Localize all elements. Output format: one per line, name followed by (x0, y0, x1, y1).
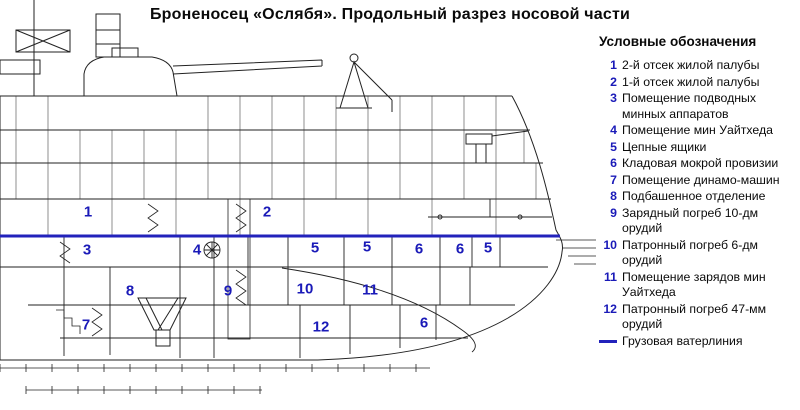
legend-item-waterline: Грузовая ватерлиния (599, 334, 797, 350)
legend-item-label: Грузовая ватерлиния (622, 333, 743, 348)
legend-item-label: Патронный погреб 47-мм орудий (622, 301, 767, 332)
frame-lines (15, 96, 537, 236)
sea-surface-hatching (556, 239, 596, 265)
compartment-number: 7 (81, 316, 91, 334)
legend-item-label: Помещение мин Уайтхеда (622, 123, 773, 137)
legend-item: 2 1-й отсек жилой палубы (599, 75, 797, 91)
compartment-number: 4 (192, 241, 202, 259)
legend-item-number: 4 (610, 123, 617, 137)
deck-gun (465, 130, 529, 163)
boat-crane (336, 53, 393, 112)
compartment-number: 1 (83, 203, 93, 221)
legend-item-number: 12 (603, 301, 617, 316)
bottom-scale (0, 364, 430, 394)
torpedo-spar (428, 199, 552, 220)
legend-item: 3 Помещение подводных минных аппаратов (599, 91, 797, 122)
legend-item-label: Помещение подводных минных аппаратов (622, 91, 757, 121)
legend-item: 4 Помещение мин Уайтхеда (599, 123, 797, 139)
legend-item: 1 2-й отсек жилой палубы (599, 58, 797, 74)
legend-item: 8 Подбашенное отделение (599, 189, 797, 205)
legend-item-label: Цепные ящики (622, 139, 707, 154)
legend-item-label: Подбашенное отделение (622, 189, 766, 203)
bulkheads (63, 236, 501, 358)
ship-longitudinal-section: 1 2 3 4 5 5 6 6 5 8 9 10 11 7 12 6 (0, 0, 596, 394)
ship-drawing (0, 0, 596, 394)
legend: Условные обозначения 1 2-й отсек жилой п… (599, 34, 797, 350)
ladders-and-trunks (56, 198, 251, 340)
legend-item: 9 Зарядный погреб 10-дм орудий (599, 206, 797, 237)
legend-item-number: 5 (610, 139, 617, 154)
capstan (203, 241, 221, 259)
compartment-number: 11 (362, 281, 378, 299)
legend-item-number: 8 (610, 189, 617, 203)
legend-item-number: 6 (610, 156, 617, 170)
compartment-number: 10 (296, 280, 314, 298)
legend-item: 5 Цепные ящики (599, 140, 797, 156)
legend-item: 11 Помещение зарядов мин Уайтхеда (599, 270, 797, 301)
superstructure-and-mast (0, 0, 121, 96)
compartment-number: 5 (483, 239, 493, 257)
compartment-number: 5 (310, 239, 320, 257)
legend-item: 12 Патронный погреб 47-мм орудий (599, 302, 797, 333)
compartment-number: 3 (82, 241, 92, 259)
legend-header: Условные обозначения (599, 34, 757, 49)
page-title: Броненосец «Ослябя». Продольный разрез н… (149, 6, 631, 23)
legend-item-number: 7 (610, 172, 617, 187)
compartment-number: 12 (312, 318, 330, 336)
legend-item-number: 3 (610, 91, 617, 105)
legend-item-number: 10 (603, 237, 617, 252)
legend-item-label: 1-й отсек жилой палубы (622, 74, 760, 89)
compartment-number: 9 (223, 282, 233, 300)
legend-item-label: 2-й отсек жилой палубы (622, 58, 760, 72)
turret-and-gun (83, 47, 323, 97)
legend-item-number: 1 (610, 58, 617, 72)
legend-item-number: 2 (610, 74, 617, 89)
legend-item: 10 Патронный погреб 6-дм орудий (599, 238, 797, 269)
deck-lines (0, 129, 551, 339)
legend-item-label: Патронный погреб 6-дм орудий (622, 237, 758, 268)
compartment-number: 6 (414, 240, 424, 258)
legend-item-number: 9 (610, 205, 617, 220)
legend-item-label: Помещение динамо-машин (622, 172, 780, 187)
legend-item-number: 11 (604, 269, 617, 284)
waterline-icon (599, 339, 617, 343)
legend-item: 6 Кладовая мокрой провизии (599, 156, 797, 172)
legend-item-label: Зарядный погреб 10-дм орудий (622, 205, 759, 236)
compartment-number: 8 (125, 282, 135, 300)
ammo-chute (137, 297, 187, 347)
compartment-number: 6 (455, 240, 465, 258)
compartment-number: 2 (262, 203, 272, 221)
legend-item-label: Кладовая мокрой провизии (622, 156, 779, 170)
compartment-number: 5 (362, 238, 372, 256)
compartment-number: 6 (419, 314, 429, 332)
legend-item: 7 Помещение динамо-машин (599, 173, 797, 189)
legend-item-label: Помещение зарядов мин Уайтхеда (622, 269, 766, 300)
